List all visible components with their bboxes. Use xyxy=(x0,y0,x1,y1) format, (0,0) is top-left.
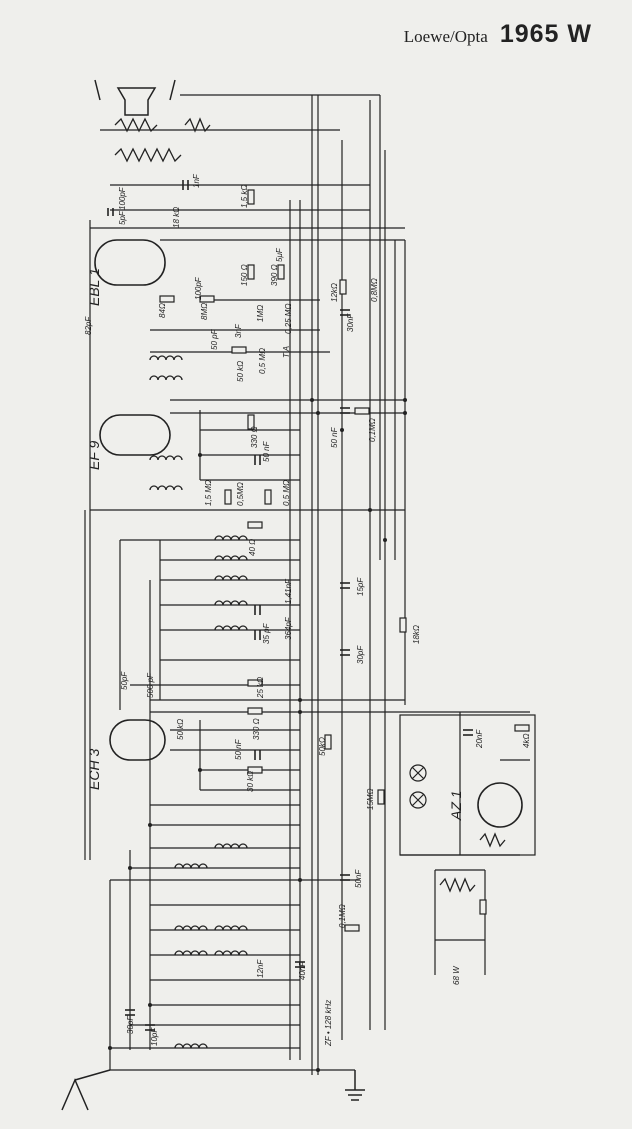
value-c-364pf: 364pF xyxy=(284,617,293,640)
value-r-05m-b: 0,5MΩ xyxy=(236,482,245,506)
model-number: 1965 W xyxy=(499,20,592,48)
coil xyxy=(214,555,248,561)
value-r-18k: 18 kΩ xyxy=(172,206,181,228)
coil xyxy=(149,485,183,491)
junction-dot xyxy=(316,411,320,415)
value-r-50k-a: 50 kΩ xyxy=(236,360,245,382)
value-c-1nf: 1nF xyxy=(192,174,201,188)
coil xyxy=(214,950,248,956)
coil xyxy=(149,455,183,461)
value-c-50nf-c: 50 nF xyxy=(234,739,243,760)
if-frequency-label: ZF • 128 kHz xyxy=(324,999,333,1046)
junction-dot xyxy=(316,1068,320,1072)
coil xyxy=(214,925,248,931)
junction-dot xyxy=(198,453,202,457)
value-r-330-a: 330 Ω xyxy=(250,426,259,448)
value-c-30pf-a: 30pF xyxy=(356,645,365,664)
value-c-100pf: 100pF xyxy=(118,187,127,210)
value-c-40nf: 40nF xyxy=(298,961,307,980)
value-c-20nf: 20nF xyxy=(475,729,484,748)
value-r-150: 150 Ω xyxy=(240,264,249,286)
value-c-5uf: 5μF xyxy=(275,248,284,262)
value-c-3nf: 3nF xyxy=(234,324,243,338)
value-r-50k-c: 50kΩ xyxy=(318,737,327,756)
value-c-82pf: 82pF xyxy=(84,316,93,335)
value-c-30nf: 30nF xyxy=(346,313,355,332)
junction-dot xyxy=(108,1046,112,1050)
value-r-1m: 1MΩ xyxy=(256,304,265,322)
junction-dot xyxy=(298,710,302,714)
value-r-025: 0,25 MΩ xyxy=(284,303,293,334)
value-r-18k-b: 18kΩ xyxy=(412,625,421,644)
value-c-10pf: 10pF xyxy=(150,1027,159,1046)
value-c-500pf: 500 pF xyxy=(146,673,155,698)
value-c-50pf-b: 50pF xyxy=(120,671,129,690)
mark-ta: T A xyxy=(282,345,291,358)
coil xyxy=(174,1043,208,1049)
coil xyxy=(149,355,183,361)
value-c-50pf-a: 50 pF xyxy=(210,329,219,350)
value-c-141nf: 1,41nF xyxy=(284,579,293,604)
junction-dot xyxy=(403,398,407,402)
value-r-08m: 0,8MΩ xyxy=(370,278,379,302)
junction-dot xyxy=(148,823,152,827)
junction-dot xyxy=(403,411,407,415)
value-r-390: 390 Ω xyxy=(270,264,279,286)
value-r-12k: 12kΩ xyxy=(330,283,339,302)
value-r-01m-a: 0,1MΩ xyxy=(368,418,377,442)
schematic-title: Loewe/Opta 1965 W xyxy=(404,20,592,49)
coil xyxy=(149,375,183,381)
junction-dot xyxy=(383,538,387,542)
value-r-05m-c: 0,5 MΩ xyxy=(282,479,291,506)
mains-power-label: 68 W xyxy=(452,966,461,985)
coil xyxy=(174,950,208,956)
value-r-50k-b: 50 kΩ xyxy=(176,718,185,740)
value-r-05m: 0,5 MΩ xyxy=(258,347,267,374)
coil xyxy=(214,575,248,581)
brand-label: Loewe/Opta xyxy=(403,27,488,46)
tube-label-ebl1: EBL 1 xyxy=(86,268,102,306)
tube-label-ech3: ECH 3 xyxy=(86,748,102,790)
value-r-84: 84Ω xyxy=(158,303,167,318)
value-r-30k: 30 kΩ xyxy=(246,770,255,792)
value-c-12nf: 12nF xyxy=(256,959,265,978)
coil xyxy=(214,843,248,849)
coil xyxy=(214,535,248,541)
value-c-50nf-a: 50 nF xyxy=(262,441,271,462)
value-c-50nf-b: 50 nF xyxy=(330,427,339,448)
value-r-40: 40 Ω xyxy=(248,538,257,556)
value-r-01m-b: 0,1MΩ xyxy=(338,904,347,928)
value-r-330-b: 330 Ω xyxy=(252,718,261,740)
junction-dot xyxy=(298,878,302,882)
junction-dot xyxy=(298,698,302,702)
tube-label-ef9: EF 9 xyxy=(86,440,102,470)
junction-dot xyxy=(310,398,314,402)
value-r-1k5: 1,5 kΩ xyxy=(240,184,249,208)
value-c-15pf: 15pF xyxy=(356,577,365,596)
coil xyxy=(174,863,208,869)
value-c-50nf-d: 50nF xyxy=(354,869,363,888)
value-c-100pf-b: 100pF xyxy=(194,277,203,300)
value-r-8m: 8MΩ xyxy=(200,302,209,320)
tube-label-az1: AZ 1 xyxy=(448,790,464,820)
junction-dot xyxy=(198,768,202,772)
coil xyxy=(174,925,208,931)
value-c-5pf: 5pF xyxy=(118,211,127,225)
value-r-15m-b: 15MΩ xyxy=(366,788,375,810)
value-c-30pf-b: 30pF xyxy=(126,1015,135,1034)
value-r-4k: 4kΩ xyxy=(522,733,531,748)
value-r-25k: 25 kΩ xyxy=(256,676,265,698)
value-r-15m-a: 1,5 MΩ xyxy=(204,479,213,506)
coil xyxy=(214,625,248,631)
junction-dot xyxy=(148,1003,152,1007)
junction-dot xyxy=(128,866,132,870)
coil xyxy=(214,600,248,606)
value-c-35pf: 35 pF xyxy=(262,623,271,644)
junction-dot xyxy=(340,428,344,432)
junction-dot xyxy=(368,508,372,512)
